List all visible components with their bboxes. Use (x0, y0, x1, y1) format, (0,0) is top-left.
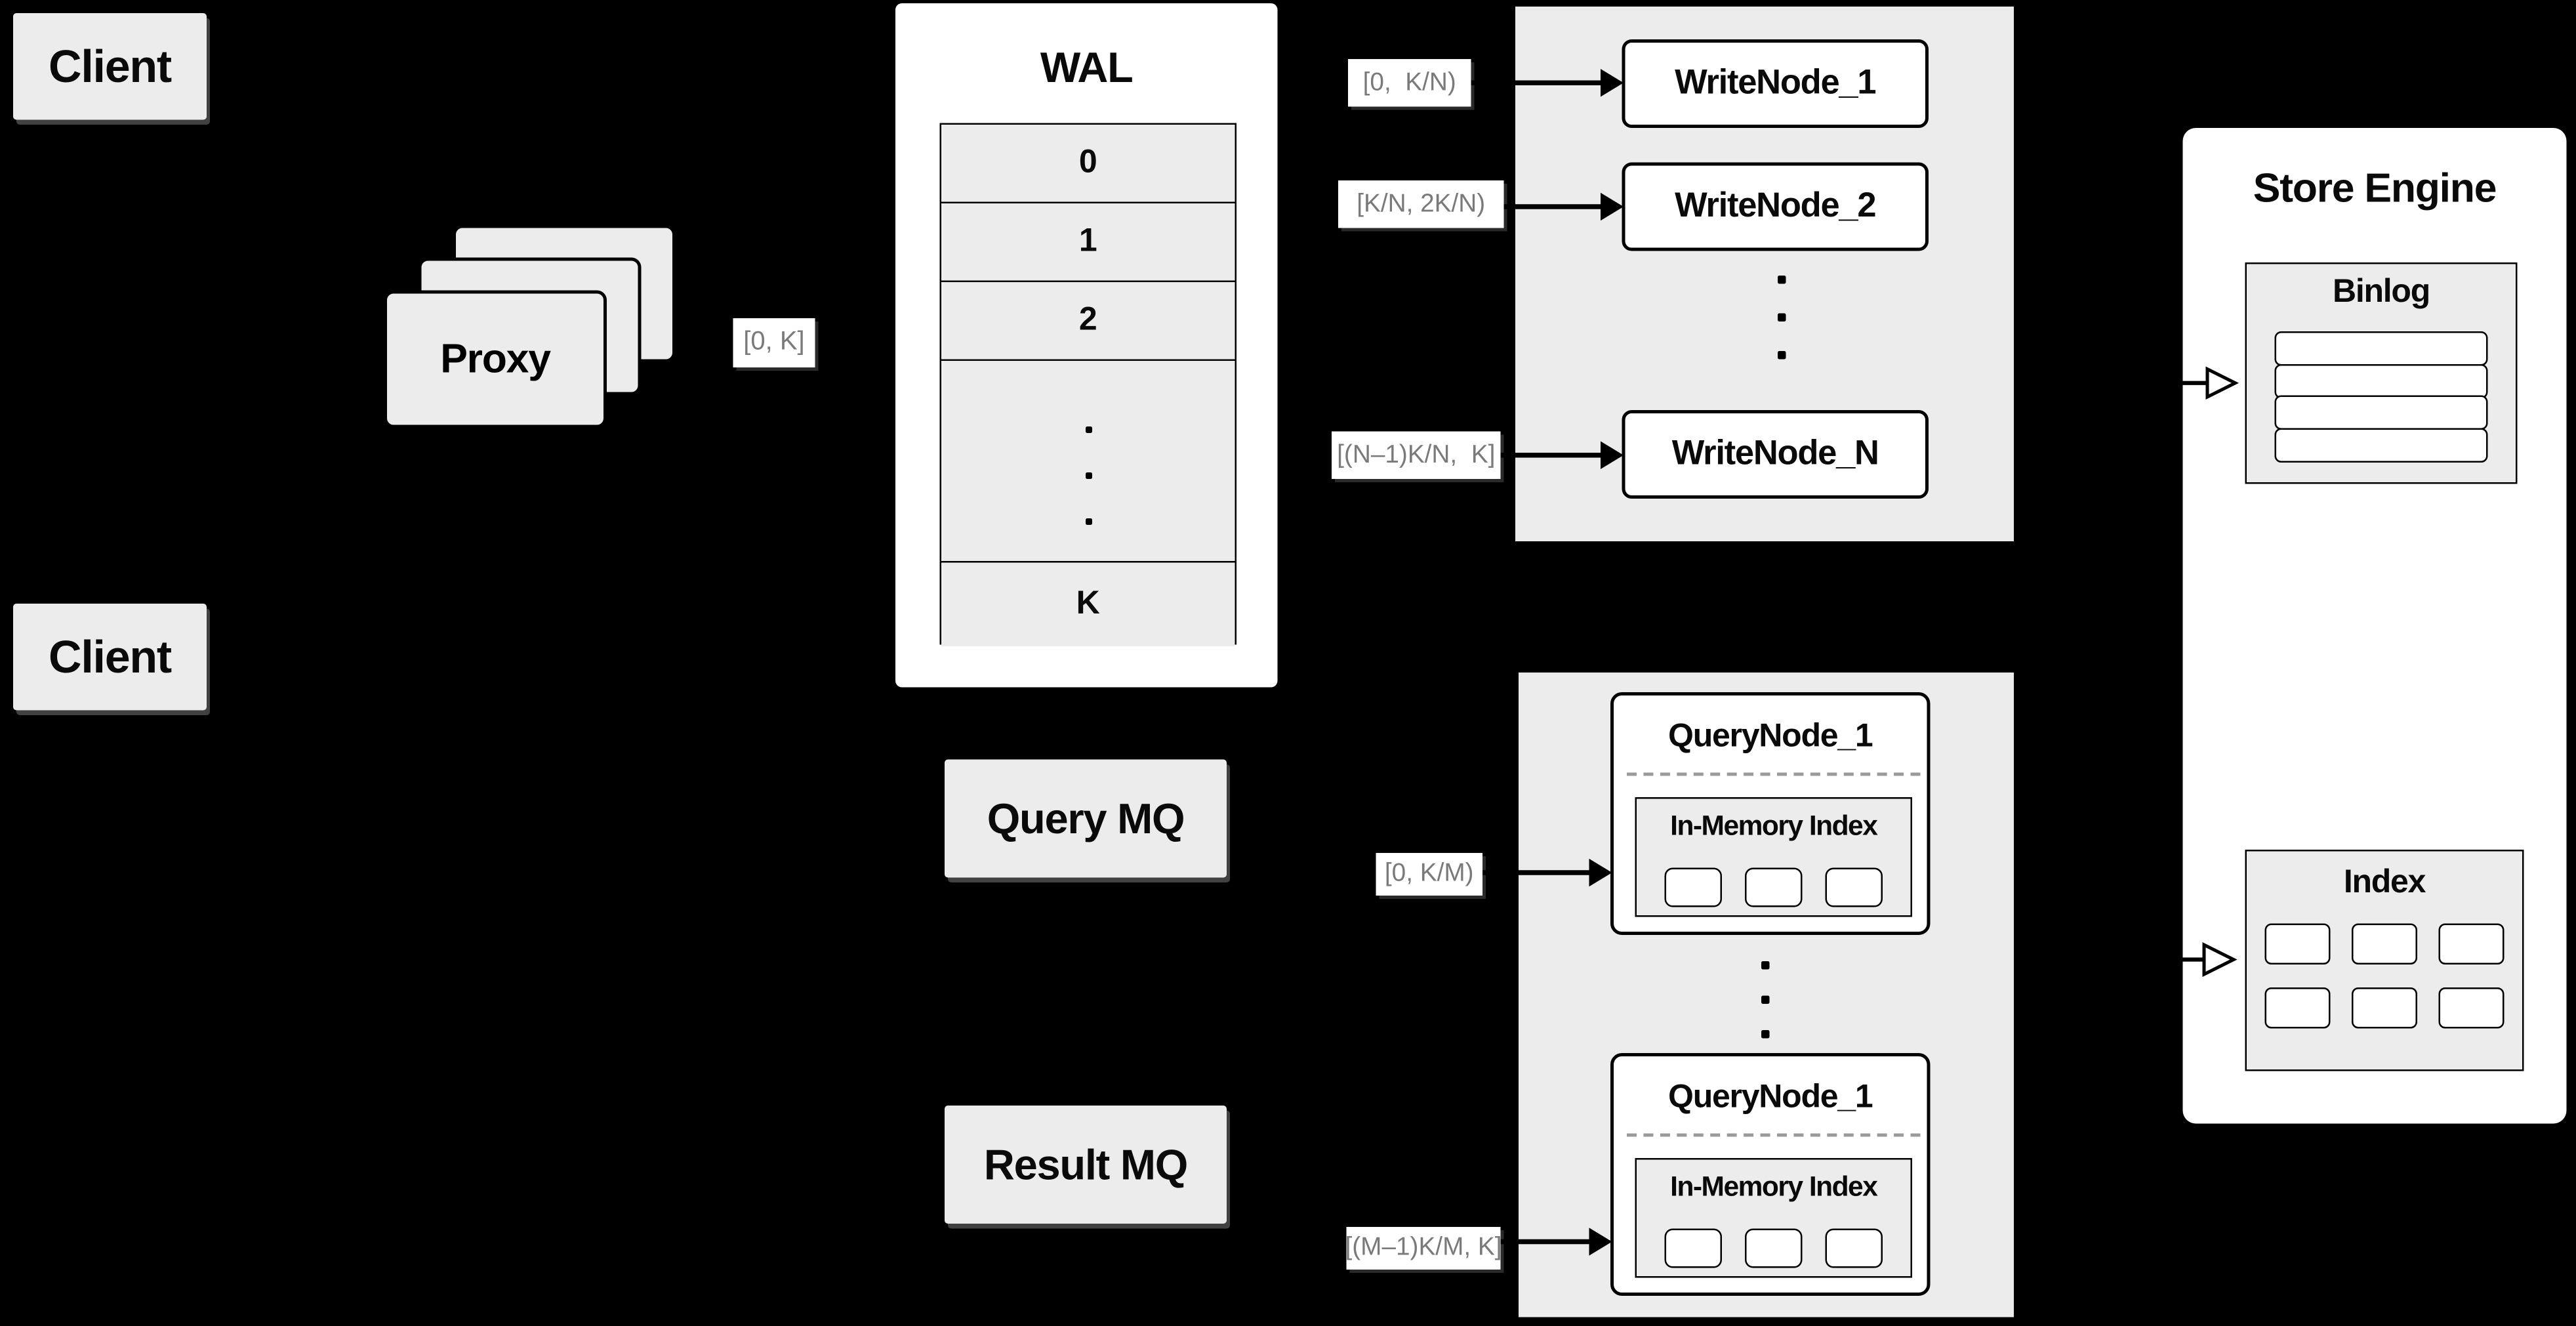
ellipsis-dot (1778, 351, 1786, 359)
wal-row-k: K (941, 562, 1235, 646)
index-cells-row-2 (2247, 987, 2522, 1029)
segment-slot (1745, 867, 1803, 907)
wal-row-1: 1 (941, 203, 1235, 282)
client-bottom-label: Client (49, 631, 172, 682)
store-engine-title: Store Engine (2253, 165, 2497, 212)
query-node-1-title: QueryNode_1 (1668, 718, 1873, 755)
query-node-2-inmem-box: In-Memory Index (1635, 1158, 1912, 1278)
segment-slot (1825, 1228, 1883, 1268)
index-cells-row-1 (2247, 923, 2522, 964)
range-label-write-1: [0, K/N) (1348, 59, 1471, 107)
range-label-query-m-text: [(M–1)K/M, K] (1345, 1233, 1502, 1262)
query-mq-box: Query MQ (945, 759, 1227, 878)
write-node-2-box: WriteNode_2 (1622, 162, 1929, 251)
index-cell (2352, 923, 2417, 964)
range-label-query-m: [(M–1)K/M, K] (1345, 1227, 1502, 1270)
proxy-box: Proxy (384, 290, 607, 428)
index-box: Index (2245, 850, 2524, 1071)
result-mq-box: Result MQ (945, 1106, 1227, 1224)
binlog-box: Binlog (2245, 262, 2518, 484)
write-node-n-box: WriteNode_N (1622, 410, 1929, 499)
segment-slot (1745, 1228, 1803, 1268)
result-mq-label: Result MQ (983, 1139, 1188, 1189)
write-node-2-label: WriteNode_2 (1675, 187, 1876, 225)
range-label-query-1: [0, K/M) (1376, 853, 1482, 896)
ellipsis-dot (1778, 276, 1786, 283)
write-node-n-label: WriteNode_N (1671, 434, 1879, 473)
proxy-label: Proxy (440, 335, 551, 382)
dashed-divider (1627, 1133, 1921, 1137)
client-bottom-box: Client (13, 604, 207, 711)
segment-slot (1664, 867, 1722, 907)
range-label-write-n-text: [(N–1)K/N, K] (1337, 440, 1496, 468)
ellipsis-dot (1761, 995, 1769, 1003)
wal-row-0: 0 (941, 125, 1235, 203)
write-node-1-box: WriteNode_1 (1622, 39, 1929, 128)
in-memory-index-title: In-Memory Index (1670, 1171, 1878, 1203)
client-top-box: Client (13, 13, 207, 120)
store-engine-panel: Store Engine Binlog Index (2182, 128, 2567, 1124)
index-title: Index (2343, 864, 2426, 901)
wal-table: 0 1 2 K (939, 123, 1237, 646)
binlog-rows (2274, 331, 2488, 462)
range-label-write-1-text: [0, K/N) (1362, 68, 1456, 96)
binlog-row (2274, 427, 2488, 462)
binlog-row (2274, 331, 2488, 366)
dashed-divider (1627, 772, 1921, 776)
query-mq-label: Query MQ (987, 793, 1185, 842)
client-top-label: Client (49, 40, 172, 91)
binlog-title: Binlog (2332, 274, 2430, 310)
index-cell (2264, 987, 2331, 1029)
index-cell (2438, 987, 2504, 1029)
binlog-row (2274, 363, 2488, 398)
range-label-proxy-wal: [0, K] (733, 318, 815, 367)
range-label-proxy-wal-text: [0, K] (743, 328, 805, 356)
range-label-write-n: [(N–1)K/N, K] (1332, 431, 1501, 479)
inmem-slots (1637, 867, 1911, 907)
write-node-1-label: WriteNode_1 (1675, 64, 1876, 102)
wal-panel: WAL 0 1 2 K (895, 3, 1278, 688)
inmem-slots (1637, 1228, 1911, 1268)
range-label-write-2: [K/N, 2K/N) (1338, 180, 1504, 228)
in-memory-index-title: In-Memory Index (1670, 810, 1878, 842)
wal-row-2: 2 (941, 282, 1235, 361)
query-node-2-box: QueryNode_1 In-Memory Index (1610, 1053, 1931, 1296)
query-node-1-inmem-box: In-Memory Index (1635, 797, 1912, 917)
query-node-2-title: QueryNode_1 (1668, 1079, 1873, 1115)
range-label-write-2-text: [K/N, 2K/N) (1357, 189, 1486, 218)
index-cell (2264, 923, 2331, 964)
binlog-row (2274, 395, 2488, 430)
index-cell (2352, 987, 2417, 1029)
ellipsis-dot (1084, 426, 1092, 433)
ellipsis-dot (1761, 1030, 1769, 1038)
segment-slot (1664, 1228, 1722, 1268)
ellipsis-dot (1084, 472, 1092, 479)
segment-slot (1825, 867, 1883, 907)
wal-title: WAL (1040, 43, 1134, 92)
index-cell (2438, 923, 2504, 964)
range-label-query-1-text: [0, K/M) (1384, 860, 1474, 888)
ellipsis-dot (1084, 518, 1092, 525)
query-node-1-box: QueryNode_1 In-Memory Index (1610, 692, 1931, 935)
ellipsis-dot (1778, 313, 1786, 321)
ellipsis-dot (1761, 961, 1769, 969)
wal-row-ellipsis (941, 361, 1235, 563)
